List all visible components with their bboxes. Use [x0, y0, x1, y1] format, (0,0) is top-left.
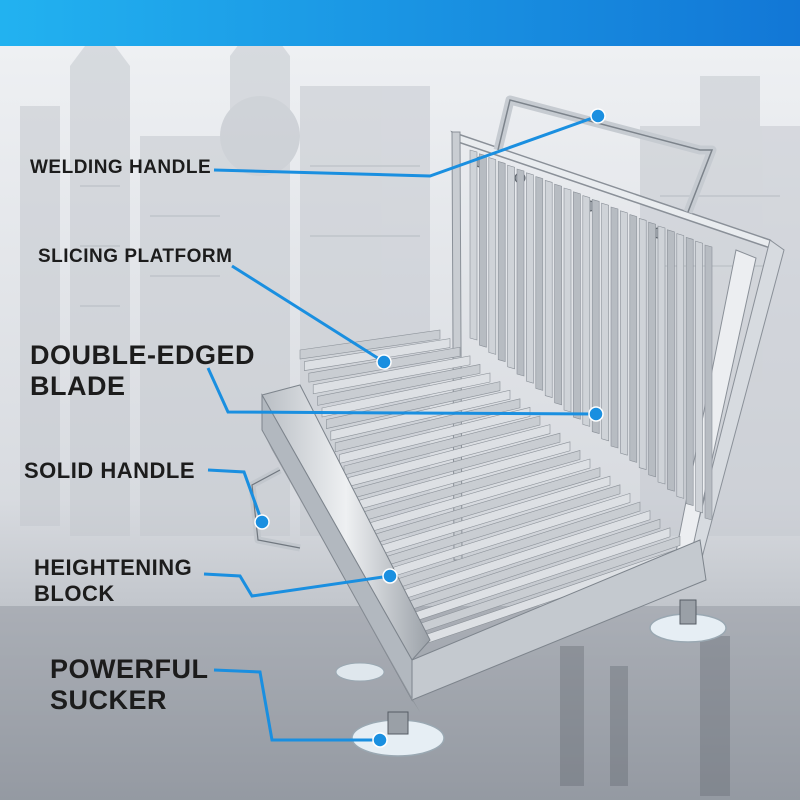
platform-slat — [312, 355, 471, 395]
vertical-blade — [563, 187, 572, 413]
callout-lines — [203, 114, 599, 742]
callout-welding-handle: WELDING HANDLE — [30, 157, 212, 178]
vertical-blade — [676, 233, 685, 499]
vertical-blade — [516, 168, 525, 377]
vertical-blade — [657, 225, 666, 485]
vertical-blade — [469, 149, 478, 341]
callout-heightening-block-line2: BLOCK — [34, 581, 115, 606]
vertical-blade — [479, 153, 487, 348]
callout-powerful-sucker: POWERFUL SUCKER — [50, 654, 209, 716]
callout-powerful-sucker-line2: SUCKER — [50, 685, 168, 715]
vertical-blade — [544, 180, 553, 398]
top-banner-bar — [0, 0, 800, 46]
vertical-blade — [488, 157, 497, 355]
vertical-blade — [704, 244, 713, 521]
callout-solid-handle: SOLID HANDLE — [24, 458, 195, 483]
platform-slat — [330, 389, 511, 441]
back-frame — [450, 130, 785, 566]
vertical-blade — [526, 172, 534, 384]
vertical-blade — [535, 176, 544, 391]
vertical-blade — [685, 237, 694, 506]
vertical-blade — [638, 218, 647, 470]
suction-feet — [335, 599, 727, 757]
vertical-blade — [601, 202, 609, 442]
vertical-blade — [591, 199, 600, 434]
vertical-blade — [497, 161, 506, 362]
platform-slat — [299, 329, 441, 360]
vertical-blade — [629, 214, 638, 463]
vertical-blade — [620, 210, 628, 456]
callout-heightening-block: HEIGHTENING BLOCK — [34, 555, 192, 607]
platform-slat — [339, 407, 531, 464]
vertical-blade — [610, 206, 619, 449]
callout-slicing-platform: SLICING PLATFORM — [38, 246, 233, 267]
vertical-blade — [648, 221, 656, 478]
callout-double-edged-blade-line1: DOUBLE-EDGED — [30, 340, 256, 370]
callout-double-edged-blade-line2: BLADE — [30, 371, 126, 401]
vertical-blade — [573, 191, 581, 420]
callout-heightening-block-line1: HEIGHTENING — [34, 555, 193, 580]
vertical-blade — [507, 164, 515, 370]
vertical-blade — [554, 183, 562, 406]
platform-slat — [326, 381, 501, 429]
callout-powerful-sucker-line1: POWERFUL — [50, 654, 209, 684]
callout-dots — [254, 108, 606, 748]
platform-slat — [317, 364, 481, 406]
vertical-blade — [695, 240, 703, 514]
slicing-platform — [299, 329, 691, 650]
heightening-block — [261, 384, 707, 712]
vertical-blade-array — [469, 149, 713, 521]
callout-double-edged-blade: DOUBLE-EDGED BLADE — [30, 340, 255, 402]
platform-slat — [304, 338, 451, 371]
vertical-blade — [667, 229, 675, 492]
vertical-blade — [582, 195, 591, 427]
